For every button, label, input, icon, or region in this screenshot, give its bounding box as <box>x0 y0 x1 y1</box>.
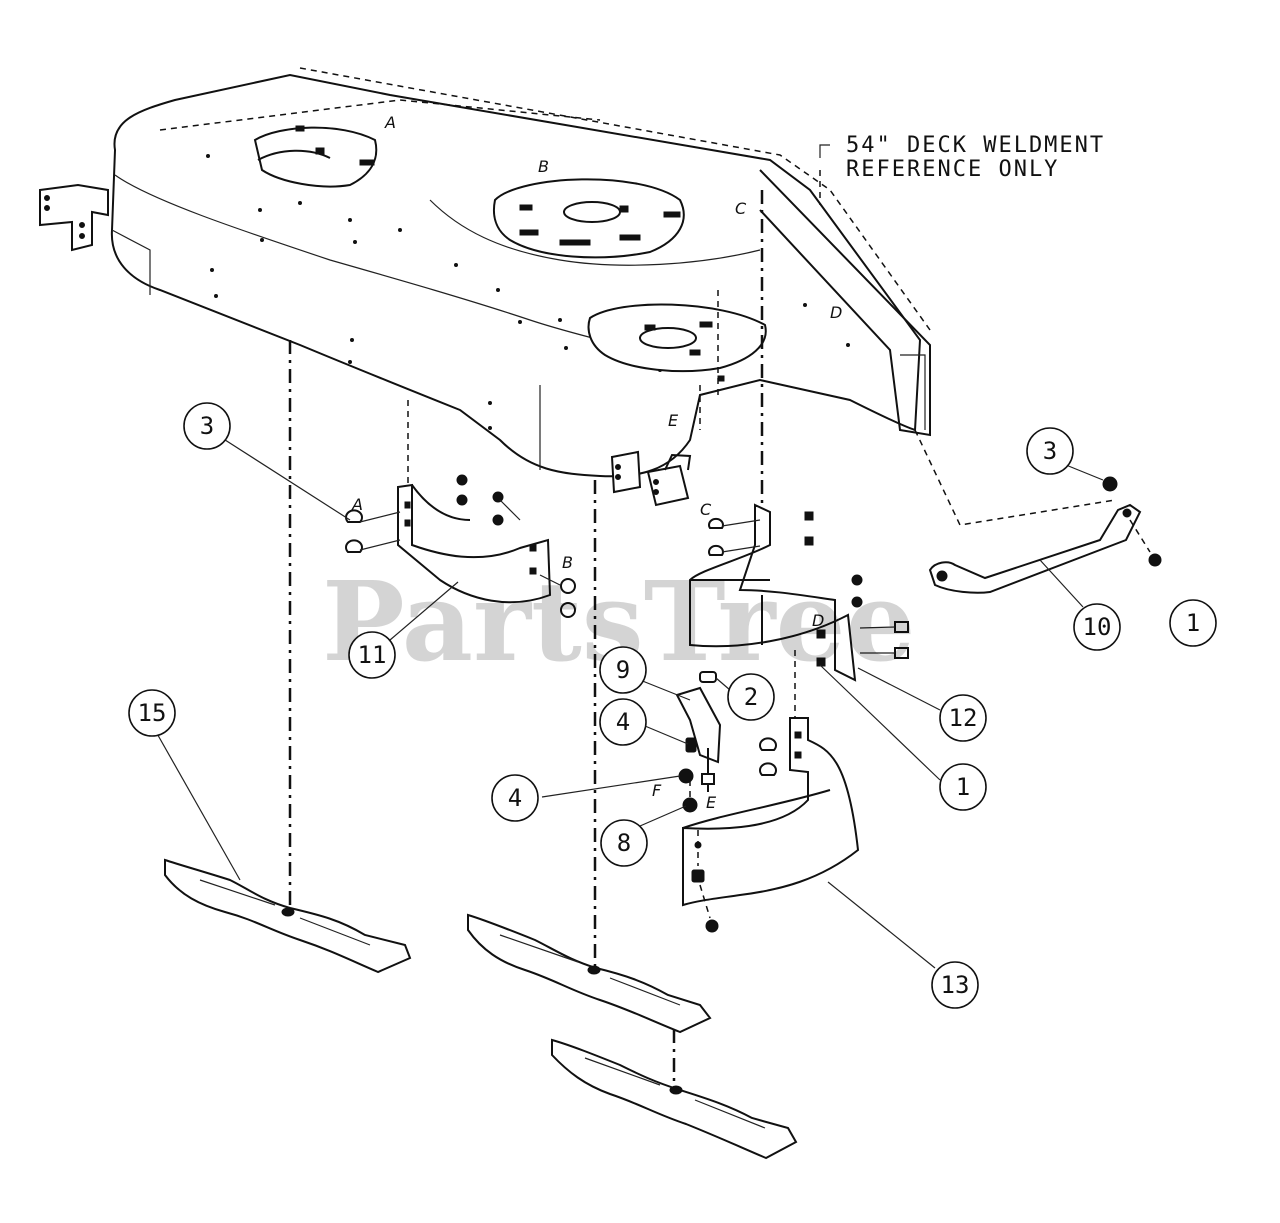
deck-letter-a: A <box>384 113 396 132</box>
part-9-bracket: F E <box>652 671 722 813</box>
svg-text:9: 9 <box>616 656 630 684</box>
part-11-baffle: A B <box>345 474 576 618</box>
callout-1-lower: 1 <box>939 763 987 811</box>
callout-9: 9 <box>599 646 647 694</box>
callout-4-upper: 4 <box>599 698 647 746</box>
svg-text:1: 1 <box>1186 609 1200 637</box>
svg-text:10: 10 <box>1083 613 1112 641</box>
svg-text:12: 12 <box>949 704 978 732</box>
spindle-plate-center <box>492 178 685 259</box>
baffle-letter-a: A <box>351 495 363 514</box>
svg-text:3: 3 <box>200 412 214 440</box>
center-baffle-brackets <box>610 450 692 507</box>
blade-right <box>551 1038 798 1160</box>
deck-letter-d: D <box>830 303 842 322</box>
spindle-plate-left <box>253 125 378 188</box>
deck-letter-e: E <box>668 411 679 430</box>
part-10-lift-rod <box>928 476 1162 594</box>
callout-2: 2 <box>727 673 775 721</box>
part-12-baffle: C D <box>689 500 909 682</box>
baffle-letter-d: D <box>812 611 824 630</box>
callout-8: 8 <box>600 819 648 867</box>
deck-weldment <box>110 67 931 478</box>
svg-text:3: 3 <box>1043 437 1057 465</box>
deck-letter-b: B <box>538 157 549 176</box>
callout-3-left: 3 <box>183 402 231 450</box>
baffle-letter-c: C <box>700 500 712 519</box>
part-13-baffle <box>682 717 860 933</box>
callout-4-lower: 4 <box>491 774 539 822</box>
reference-note-line2: REFERENCE ONLY <box>846 157 1059 182</box>
letter-f: F <box>652 781 662 800</box>
baffle-letter-b: B <box>562 553 573 572</box>
spindle-plate-right <box>587 303 767 382</box>
alignment-lines <box>288 190 1116 1090</box>
blade-left <box>164 858 412 974</box>
callout-15: 15 <box>128 689 176 737</box>
callout-11: 11 <box>348 631 396 679</box>
svg-text:1: 1 <box>956 773 970 801</box>
blade-center <box>467 913 712 1034</box>
svg-text:2: 2 <box>744 683 758 711</box>
callout-3-right: 3 <box>1026 427 1074 475</box>
svg-text:4: 4 <box>616 708 630 736</box>
callout-1-right: 1 <box>1169 599 1217 647</box>
callout-12: 12 <box>939 694 987 742</box>
callout-10: 10 <box>1073 603 1121 651</box>
letter-e-lower: E <box>706 793 717 812</box>
svg-text:13: 13 <box>941 971 970 999</box>
leader-lines <box>154 437 1104 969</box>
reference-note-line1: 54" DECK WELDMENT <box>846 133 1105 158</box>
svg-text:8: 8 <box>617 829 631 857</box>
svg-text:15: 15 <box>138 699 167 727</box>
svg-text:11: 11 <box>358 641 387 669</box>
deck-letter-c: C <box>735 199 747 218</box>
callout-13: 13 <box>931 961 979 1009</box>
left-front-bracket <box>39 183 109 252</box>
svg-text:4: 4 <box>508 784 522 812</box>
